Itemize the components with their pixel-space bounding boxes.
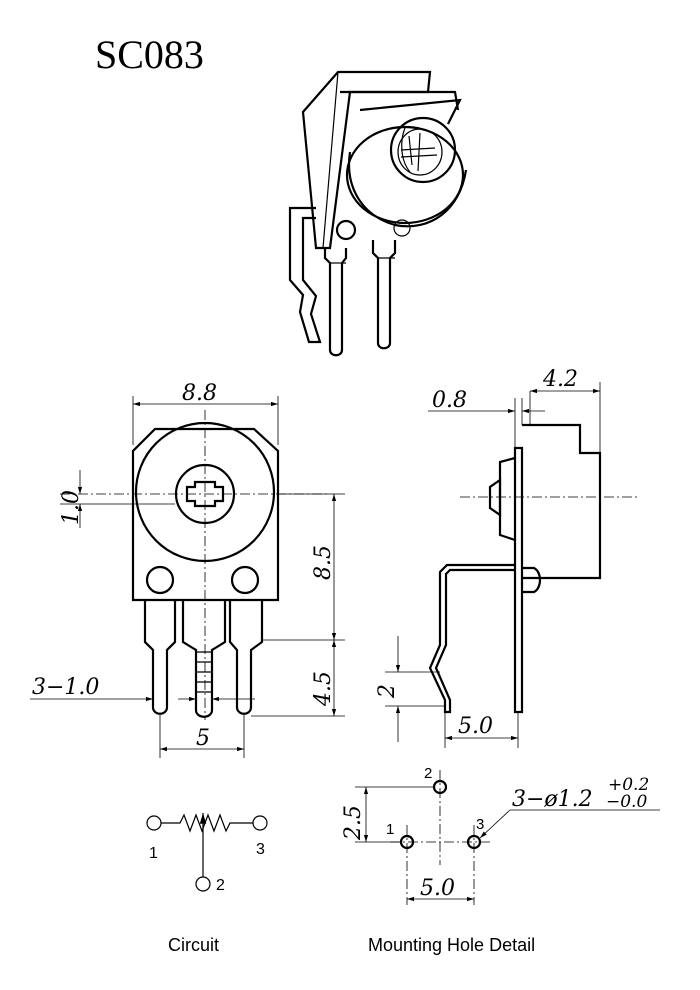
dim-horizontal-spacing: 5.0 [420,876,455,901]
circuit-diagram: 1 3 2 Circuit [146,813,268,955]
dim-pin-length: 4.5 [311,671,336,707]
resistor-symbol [161,813,253,833]
dim-height: 8.5 [311,545,336,580]
hole-1-label: 1 [386,821,394,838]
circuit-terminal-1 [146,815,162,831]
isometric-view [288,70,468,357]
dim-pitch: 5 [196,726,210,751]
dim-offset: 1.0 [59,490,84,525]
dim-plate-thickness: 0.8 [432,388,467,413]
hole-2-label: 2 [424,765,432,782]
hole-tolerance-plus: +0.2 [608,775,649,795]
circuit-terminal-3 [252,815,268,831]
dim-width: 8.8 [182,381,217,406]
dim-depth: 4.2 [542,367,578,392]
front-view: 8.8 1.0 8.5 4.5 3−1.0 5 [30,381,345,758]
dim-pin-diameter: 3−1.0 [32,675,99,700]
hole-3-label: 3 [476,816,484,833]
dim-bend: 2 [375,684,400,699]
circuit-pin-1-label: 1 [149,845,158,862]
dim-vertical-spacing: 2.5 [341,805,366,841]
side-view: 0.8 4.2 2 5.0 [375,367,640,748]
hole-tolerance-minus: −0.0 [606,792,647,812]
mounting-hole-detail: 2 1 3 2.5 5.0 3−ø1.2 +0.2 −0.0 Mounting … [341,765,660,955]
part-number-title: SC083 [95,32,204,77]
mounting-caption: Mounting Hole Detail [368,935,535,955]
circuit-caption: Circuit [168,935,219,955]
circuit-pin-3-label: 3 [256,841,265,858]
circuit-pin-2-label: 2 [216,877,225,894]
circuit-terminal-2 [195,876,211,892]
dim-base: 5.0 [458,714,493,739]
hole-callout: 3−ø1.2 [512,787,593,812]
